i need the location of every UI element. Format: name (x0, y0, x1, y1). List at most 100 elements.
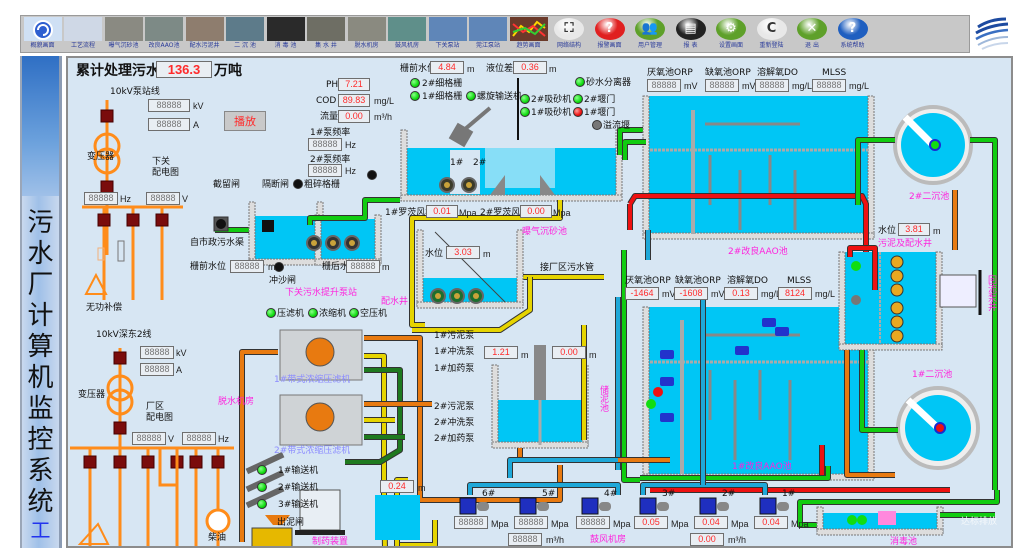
toolbar-button-label: 曝气沉砂池 (108, 42, 139, 49)
users-icon: 👥 (631, 17, 669, 41)
toolbar-button-network[interactable]: ⛶网络结构 (550, 17, 589, 52)
sludge-pump-1-label: 1#污泥泵 (434, 331, 475, 341)
toolbar-button-guanjiang-pump-station[interactable]: 莞江泵站 (469, 17, 508, 52)
sidebar-title-char: 算 (27, 332, 54, 362)
toolbar-button-settings[interactable]: ⚙设置画面 (712, 17, 751, 52)
toolbar-button-users[interactable]: 👥用户管理 (631, 17, 670, 52)
blower-id-label: 4# (604, 489, 618, 499)
aao-2-name: 2#改良AAO池 (728, 247, 788, 257)
level-sensor-status[interactable] (367, 170, 377, 180)
play-button[interactable]: 播放 (224, 111, 266, 131)
coarse-screen-status[interactable] (293, 179, 303, 189)
unit-label: mV (662, 289, 676, 299)
toolbar-button-overview[interactable]: 概貌画面 (23, 17, 62, 52)
distribution-well-wall (416, 301, 524, 309)
arrester-icon (117, 240, 125, 262)
blower-pressure-readout: 0.04 (694, 516, 728, 529)
transformer-icon (93, 147, 121, 175)
distribution-well-wall (516, 229, 524, 306)
belt-press-1-name: 1#带式浓缩压滤机 (274, 375, 351, 385)
toolbar-button-distribution-well[interactable]: 配水污泥井 (185, 17, 224, 52)
unit-label: mV (742, 81, 756, 91)
sludge-tank-level-2-readout: 0.00 (552, 346, 586, 359)
toolbar-button-disinfection-tank[interactable]: 消 毒 池 (266, 17, 305, 52)
thickener-status[interactable] (308, 308, 318, 318)
settings-icon: ⚙ (712, 17, 750, 41)
fine-screen-2-status[interactable] (410, 78, 420, 88)
weir-gate-1-status[interactable] (573, 107, 583, 117)
pipe-red-into-well (848, 246, 877, 290)
breaker-icon (113, 455, 127, 469)
toolbar-button-exit[interactable]: ✕退 出 (793, 17, 832, 52)
aao-1-name: 1#改良AAO池 (732, 462, 792, 472)
aerated-grit-chamber-name: 曝气沉砂池 (522, 227, 568, 237)
lift-before-screen-level-readout: 88888 (230, 260, 264, 273)
press-filter-status[interactable] (266, 308, 276, 318)
toolbar-button-secondary-clarifier[interactable]: 二 沉 池 (226, 17, 265, 52)
toolbar-button-aao-tank[interactable]: 改良AAO池 (145, 17, 184, 52)
toolbar-button-label: 下关泵站 (435, 42, 460, 49)
blower-room-name: 鼓风机房 (590, 535, 627, 545)
cod-label: COD (316, 96, 337, 106)
distribution-well-name: 配水井 (381, 297, 409, 307)
sand-separator-label: 砂水分离器 (586, 78, 632, 88)
grit-suction-2-status[interactable] (520, 94, 530, 104)
conveyor-label: 3#输送机 (278, 500, 319, 510)
transformer-icon (106, 388, 134, 416)
screw-conveyor-status[interactable] (466, 91, 476, 101)
sand-separator-status[interactable] (575, 77, 585, 87)
toolbar-button-report[interactable]: ▤报 表 (671, 17, 710, 52)
compressor-status[interactable] (349, 308, 359, 318)
toolbar-button-process-flow[interactable]: 工艺流程 (64, 17, 103, 52)
unit-label: mg/L (849, 81, 870, 91)
flush-gate-status[interactable] (274, 262, 284, 272)
isolation-gate-label: 隔断闸 (262, 180, 290, 190)
toolbar-button-help[interactable]: ?系统帮助 (833, 17, 872, 52)
fine-screen-2-label: 2#细格栅 (422, 79, 463, 89)
toolbar-button-label: 趋势画面 (516, 42, 541, 49)
toolbar-button-alarm[interactable]: ?报警画面 (590, 17, 629, 52)
pump-1-frequency-readout: 88888 (308, 138, 342, 151)
toolbar-button-aerated-grit-tank[interactable]: 曝气沉砂池 (104, 17, 143, 52)
toolbar-button-dewatering-room[interactable]: 脱水机房 (347, 17, 386, 52)
blower-motor-icon (477, 502, 489, 511)
sludge-storage-tank-wall (491, 364, 499, 446)
roots-blower-2-label: 2#罗茨风机 (480, 208, 530, 218)
tie-line (158, 448, 179, 487)
dosing-device-name: 制药装置 (312, 537, 349, 547)
plant-distribution-link[interactable]: 厂区 配电图 (146, 402, 174, 423)
blower-pressure-readout: 0.04 (754, 516, 788, 529)
blower-id-label: 3# (662, 489, 676, 499)
pipe-to-clarifier-2 (856, 138, 895, 205)
aerated-grit-tank-icon (104, 17, 143, 41)
toolbar-button-xiaguan-pump-station[interactable]: 下关泵站 (428, 17, 467, 52)
report-icon: ▤ (672, 17, 710, 41)
aao1-do-readout: 0.13 (724, 287, 758, 300)
sludge-well-level-readout: 3.81 (898, 223, 930, 236)
conveyor-status[interactable] (257, 482, 267, 492)
pump-icon (466, 182, 472, 188)
aao1-mlss-label: MLSS (787, 276, 812, 286)
grit-suction-1-status[interactable] (520, 107, 530, 117)
toolbar-button-blower-room[interactable]: 鼓风机房 (388, 17, 427, 52)
weir-gate-2-status[interactable] (573, 94, 583, 104)
unit-label: Mpa (791, 519, 809, 529)
overflow-weir-status[interactable] (592, 120, 602, 130)
roots-blower-1-label: 1#罗茨风机 (385, 208, 435, 218)
toolbar-button-trend-chart[interactable]: 趋势画面 (509, 17, 548, 52)
conveyor-status[interactable] (257, 465, 267, 475)
xiaguan-distribution-link[interactable]: 下关 配电图 (152, 157, 180, 178)
toolbar-button-collection-well[interactable]: 集 水 井 (307, 17, 346, 52)
fine-screen-1-status[interactable] (410, 91, 420, 101)
unit-label: V (182, 194, 189, 204)
total-treated-value: 136.3 (156, 61, 212, 78)
conveyor-status[interactable] (257, 499, 267, 509)
sludge-pump-2-label: 2#污泥泵 (434, 402, 475, 412)
disinfection-tank-wall (936, 506, 944, 533)
status-indicator (851, 295, 861, 305)
clarifier-1-drive-icon (934, 422, 946, 434)
sidebar-header-decoration (22, 56, 59, 196)
pump-2-frequency-readout: 88888 (308, 164, 342, 177)
pipe-yellow-to-0.24 (400, 520, 437, 546)
